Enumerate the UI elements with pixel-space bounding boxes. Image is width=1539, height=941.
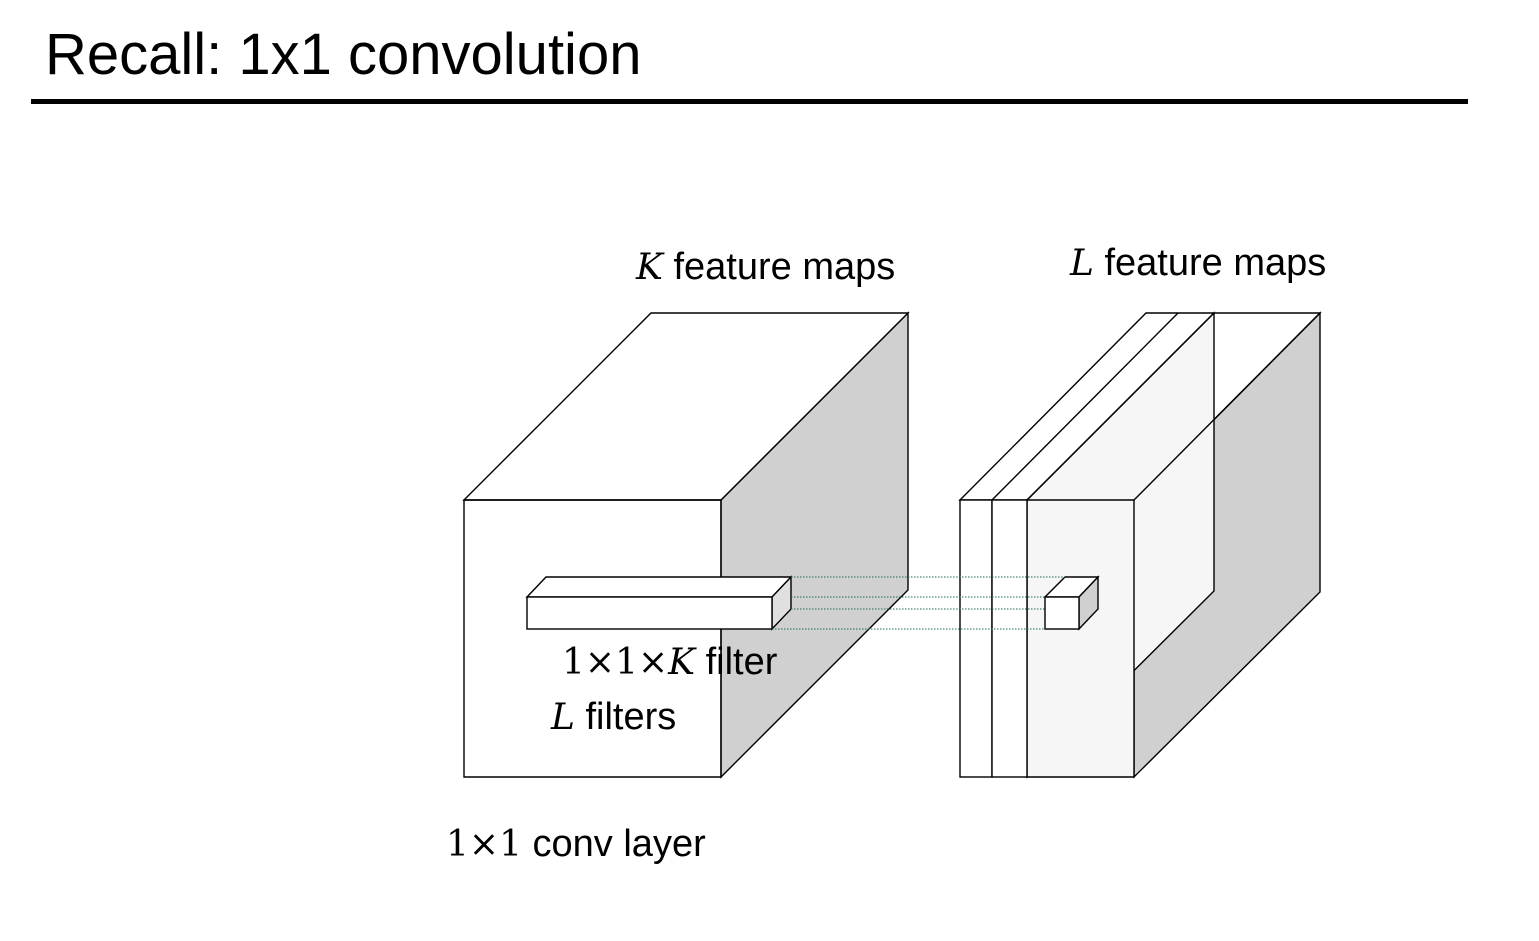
label-l-var: L	[1070, 243, 1094, 284]
output-cell-prism	[1043, 575, 1100, 631]
output-slice-edge-b	[1026, 312, 1215, 501]
output-slice-edge-a	[991, 312, 1179, 501]
input-volume-front-face	[463, 499, 722, 778]
input-volume-k-maps	[462, 311, 910, 779]
output-slice-2-front	[991, 499, 1028, 778]
filter-prism	[525, 575, 793, 631]
output-slice-1-front	[959, 499, 993, 778]
output-volume-front-face	[1026, 499, 1135, 778]
filter-prism-top	[525, 576, 793, 598]
filter-to-output-connectors	[772, 576, 1065, 630]
slide-title: Recall: 1x1 convolution	[45, 22, 642, 87]
label-l-feature-maps: L feature maps	[1070, 244, 1326, 282]
label-layer-prefix: 1×1	[446, 824, 522, 865]
label-layer-text: conv layer	[521, 823, 706, 865]
title-underline	[31, 99, 1468, 104]
label-k-feature-maps: K feature maps	[636, 248, 895, 286]
label-k-var: K	[636, 247, 663, 288]
output-cell-front	[1044, 596, 1080, 630]
label-filter-text: filter	[695, 641, 778, 683]
label-filters-var: L	[551, 697, 575, 738]
label-conv-layer: 1×1 conv layer	[446, 825, 706, 863]
label-filters-text: filters	[574, 696, 677, 738]
label-k-text: feature maps	[662, 246, 896, 288]
label-filter: 1×1×K filter	[562, 643, 777, 681]
label-filter-var: K	[668, 642, 696, 683]
label-filter-prefix: 1×1×	[562, 642, 669, 683]
label-l-text: feature maps	[1093, 242, 1327, 284]
output-volume-l-maps	[958, 311, 1322, 779]
label-l-filters: L filters	[551, 698, 676, 736]
output-slice-edge-c	[1133, 312, 1321, 501]
filter-prism-front	[526, 596, 773, 630]
